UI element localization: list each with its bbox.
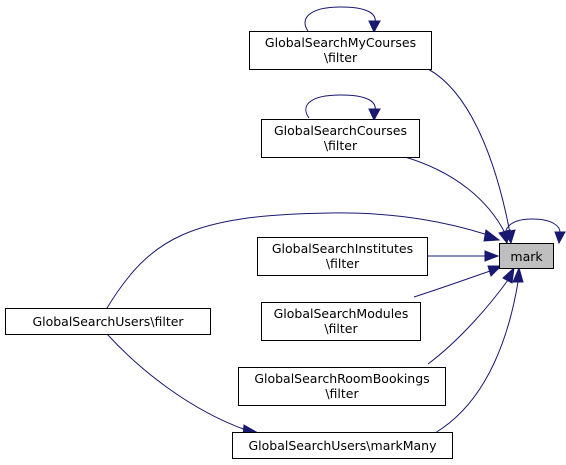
edge-gscourses-to-mark <box>404 156 506 234</box>
node-gsinstitutes[interactable]: GlobalSearchInstitutes \filter <box>257 237 428 276</box>
edge-gsmodules-to-mark <box>413 270 491 298</box>
node-gsmycourses[interactable]: GlobalSearchMyCourses \filter <box>249 31 432 70</box>
node-label-line2: \filter <box>324 50 358 65</box>
edge-gsusers-filter-to-mark <box>106 212 489 309</box>
node-label-line2: \filter <box>324 138 358 153</box>
node-label: mark <box>510 249 543 264</box>
edge-mark-self <box>504 218 561 245</box>
node-box <box>249 31 432 70</box>
node-box <box>261 302 421 341</box>
node-gsroombookings[interactable]: GlobalSearchRoomBookings \filter <box>238 367 446 406</box>
node-box <box>257 237 428 276</box>
node-gscourses[interactable]: GlobalSearchCourses \filter <box>261 119 420 158</box>
edge-gsmycourses-to-mark <box>427 68 511 234</box>
node-label: GlobalSearchUsers\filter <box>32 314 184 329</box>
node-label-line1: GlobalSearchRoomBookings <box>254 371 429 386</box>
node-gsusers-filter[interactable]: GlobalSearchUsers\filter <box>5 308 211 335</box>
arrowhead-gsmodules-to-mark <box>487 265 503 277</box>
edge-gscourses-self <box>305 94 376 119</box>
edge-gsusers-filter-to-markmany <box>106 333 247 431</box>
node-label-line2: \filter <box>326 256 360 271</box>
node-label-line1: GlobalSearchModules <box>274 306 409 321</box>
node-label-line1: GlobalSearchInstitutes <box>272 241 413 256</box>
arrowhead-gsinstitutes-to-mark <box>484 250 500 262</box>
node-box-highlighted <box>499 243 554 269</box>
arrowhead-gsmycourses-self <box>368 20 381 34</box>
node-box <box>261 119 420 158</box>
arrowhead-gscourses-to-mark <box>498 229 511 245</box>
arrowhead-gsroombookings-to-mark <box>502 266 515 284</box>
node-box <box>232 432 453 459</box>
node-label: GlobalSearchUsers\markMany <box>248 438 437 453</box>
arrowhead-gsusers-filter-to-mark <box>483 229 501 242</box>
arrowhead-mark-self <box>554 231 566 245</box>
edge-markmany-to-mark <box>434 281 519 434</box>
edge-gsmycourses-self <box>304 6 376 32</box>
node-label-line2: \filter <box>325 386 359 401</box>
edge-gsroombookings-to-mark <box>427 279 509 365</box>
node-label-line2: \filter <box>324 321 358 336</box>
node-box <box>238 367 446 406</box>
node-box <box>5 308 211 335</box>
node-label-line1: GlobalSearchCourses <box>274 123 407 138</box>
arrowhead-gscourses-self <box>368 108 381 122</box>
node-mark[interactable]: mark <box>499 243 554 269</box>
node-label-line1: GlobalSearchMyCourses <box>265 35 416 50</box>
node-gsusers-markmany[interactable]: GlobalSearchUsers\markMany <box>232 432 453 459</box>
arrowhead-markmany-to-mark <box>512 266 524 283</box>
node-gsmodules[interactable]: GlobalSearchModules \filter <box>261 302 421 341</box>
